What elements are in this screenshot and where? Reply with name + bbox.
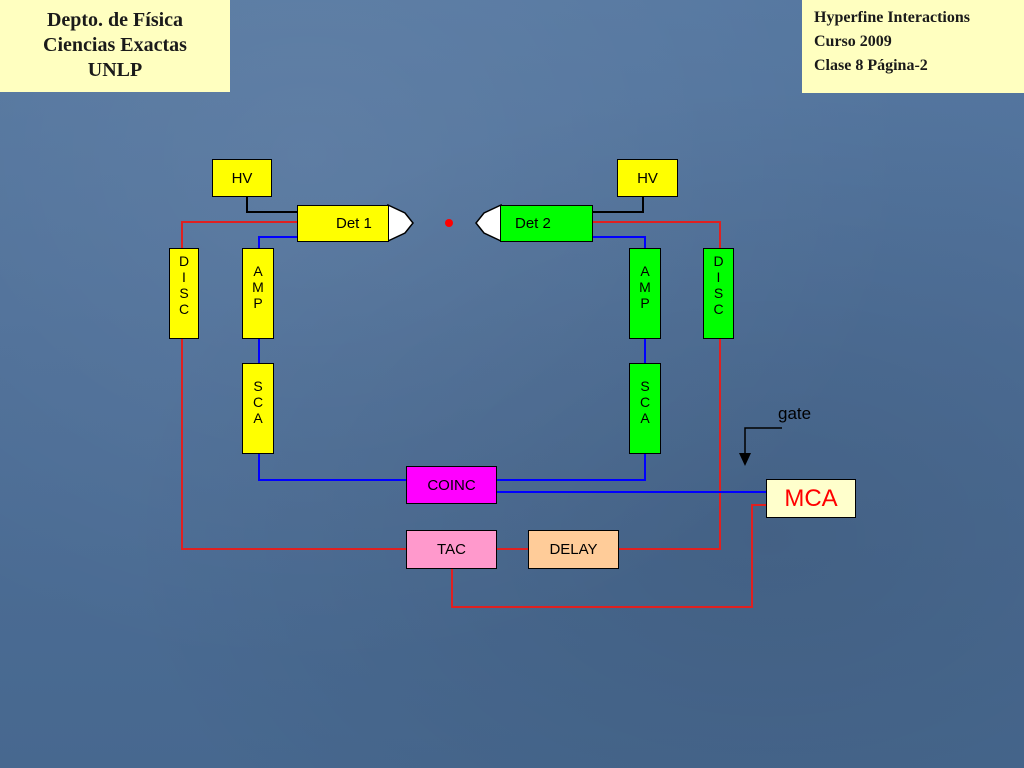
amp-left-letter: A bbox=[253, 263, 263, 279]
disc-right-letter: C bbox=[713, 301, 724, 317]
header-class-page: Clase 8 Página-2 bbox=[814, 57, 928, 74]
timing-line-right bbox=[593, 221, 721, 550]
gate-label: gate bbox=[778, 404, 812, 423]
disc-left-box: D I S C bbox=[169, 248, 199, 339]
amp-left-box: A M P bbox=[242, 248, 274, 339]
tac-label: TAC bbox=[437, 541, 466, 558]
timing-line-left bbox=[181, 221, 407, 550]
header-faculty: Ciencias Exactas bbox=[43, 34, 187, 56]
sca-right-box: S C A bbox=[629, 363, 661, 454]
header-university: UNLP bbox=[87, 59, 143, 81]
gate-arrowhead bbox=[739, 453, 751, 466]
header-course-year: Curso 2009 bbox=[814, 33, 892, 50]
disc-right-letter: S bbox=[713, 285, 724, 301]
coinc-box: COINC bbox=[406, 466, 497, 504]
header-institution: Depto. de Física Ciencias Exactas UNLP bbox=[0, 0, 230, 92]
tac-box: TAC bbox=[406, 530, 497, 569]
det1-label: Det 1 bbox=[336, 215, 372, 232]
det1-box: Det 1 bbox=[297, 205, 389, 242]
amp-left-letter: P bbox=[253, 295, 263, 311]
amp-left-letter: M bbox=[252, 279, 264, 295]
sca-left-letter: C bbox=[252, 394, 264, 410]
hv-left-label: HV bbox=[231, 169, 253, 187]
det1-cone bbox=[387, 203, 414, 243]
radioactive-source-dot bbox=[445, 219, 453, 227]
header-course: Hyperfine Interactions Curso 2009 Clase … bbox=[802, 0, 1024, 93]
disc-right-box: D I S C bbox=[703, 248, 734, 339]
disc-left-letter: D bbox=[178, 253, 190, 269]
amp-right-letter: A bbox=[640, 263, 650, 279]
disc-right-letter: I bbox=[716, 269, 721, 285]
disc-right-letter: D bbox=[713, 253, 724, 269]
header-dept: Depto. de Física bbox=[46, 9, 184, 31]
hv-right-box: HV bbox=[617, 159, 678, 197]
disc-left-letter: I bbox=[182, 269, 186, 285]
hv-cable-right bbox=[593, 197, 644, 213]
delay-label: DELAY bbox=[549, 541, 598, 558]
det2-box: Det 2 bbox=[500, 205, 593, 242]
energy-line-left bbox=[258, 236, 407, 481]
gate-arrow-line bbox=[744, 427, 782, 455]
amp-right-letter: M bbox=[639, 279, 651, 295]
sca-left-box: S C A bbox=[242, 363, 274, 454]
sca-left-letter: A bbox=[253, 410, 263, 426]
sca-right-letter: A bbox=[640, 410, 650, 426]
sca-right-letter: S bbox=[640, 378, 650, 394]
energy-line-right bbox=[496, 236, 646, 481]
coinc-label: COINC bbox=[427, 476, 476, 494]
mca-label: MCA bbox=[784, 484, 838, 512]
hv-left-box: HV bbox=[212, 159, 272, 197]
sca-right-letter: C bbox=[639, 394, 651, 410]
det2-cone bbox=[475, 203, 502, 243]
hv-right-label: HV bbox=[637, 169, 658, 187]
mca-box: MCA bbox=[766, 479, 856, 518]
amp-right-letter: P bbox=[640, 295, 650, 311]
delay-box: DELAY bbox=[528, 530, 619, 569]
disc-left-letter: C bbox=[178, 301, 190, 317]
tac-to-mca-line bbox=[451, 504, 766, 608]
sca-left-letter: S bbox=[253, 378, 263, 394]
header-course-title: Hyperfine Interactions bbox=[814, 9, 970, 26]
det2-label: Det 2 bbox=[515, 215, 551, 232]
amp-right-box: A M P bbox=[629, 248, 661, 339]
hv-cable-left bbox=[246, 197, 298, 213]
disc-left-letter: S bbox=[179, 285, 189, 301]
